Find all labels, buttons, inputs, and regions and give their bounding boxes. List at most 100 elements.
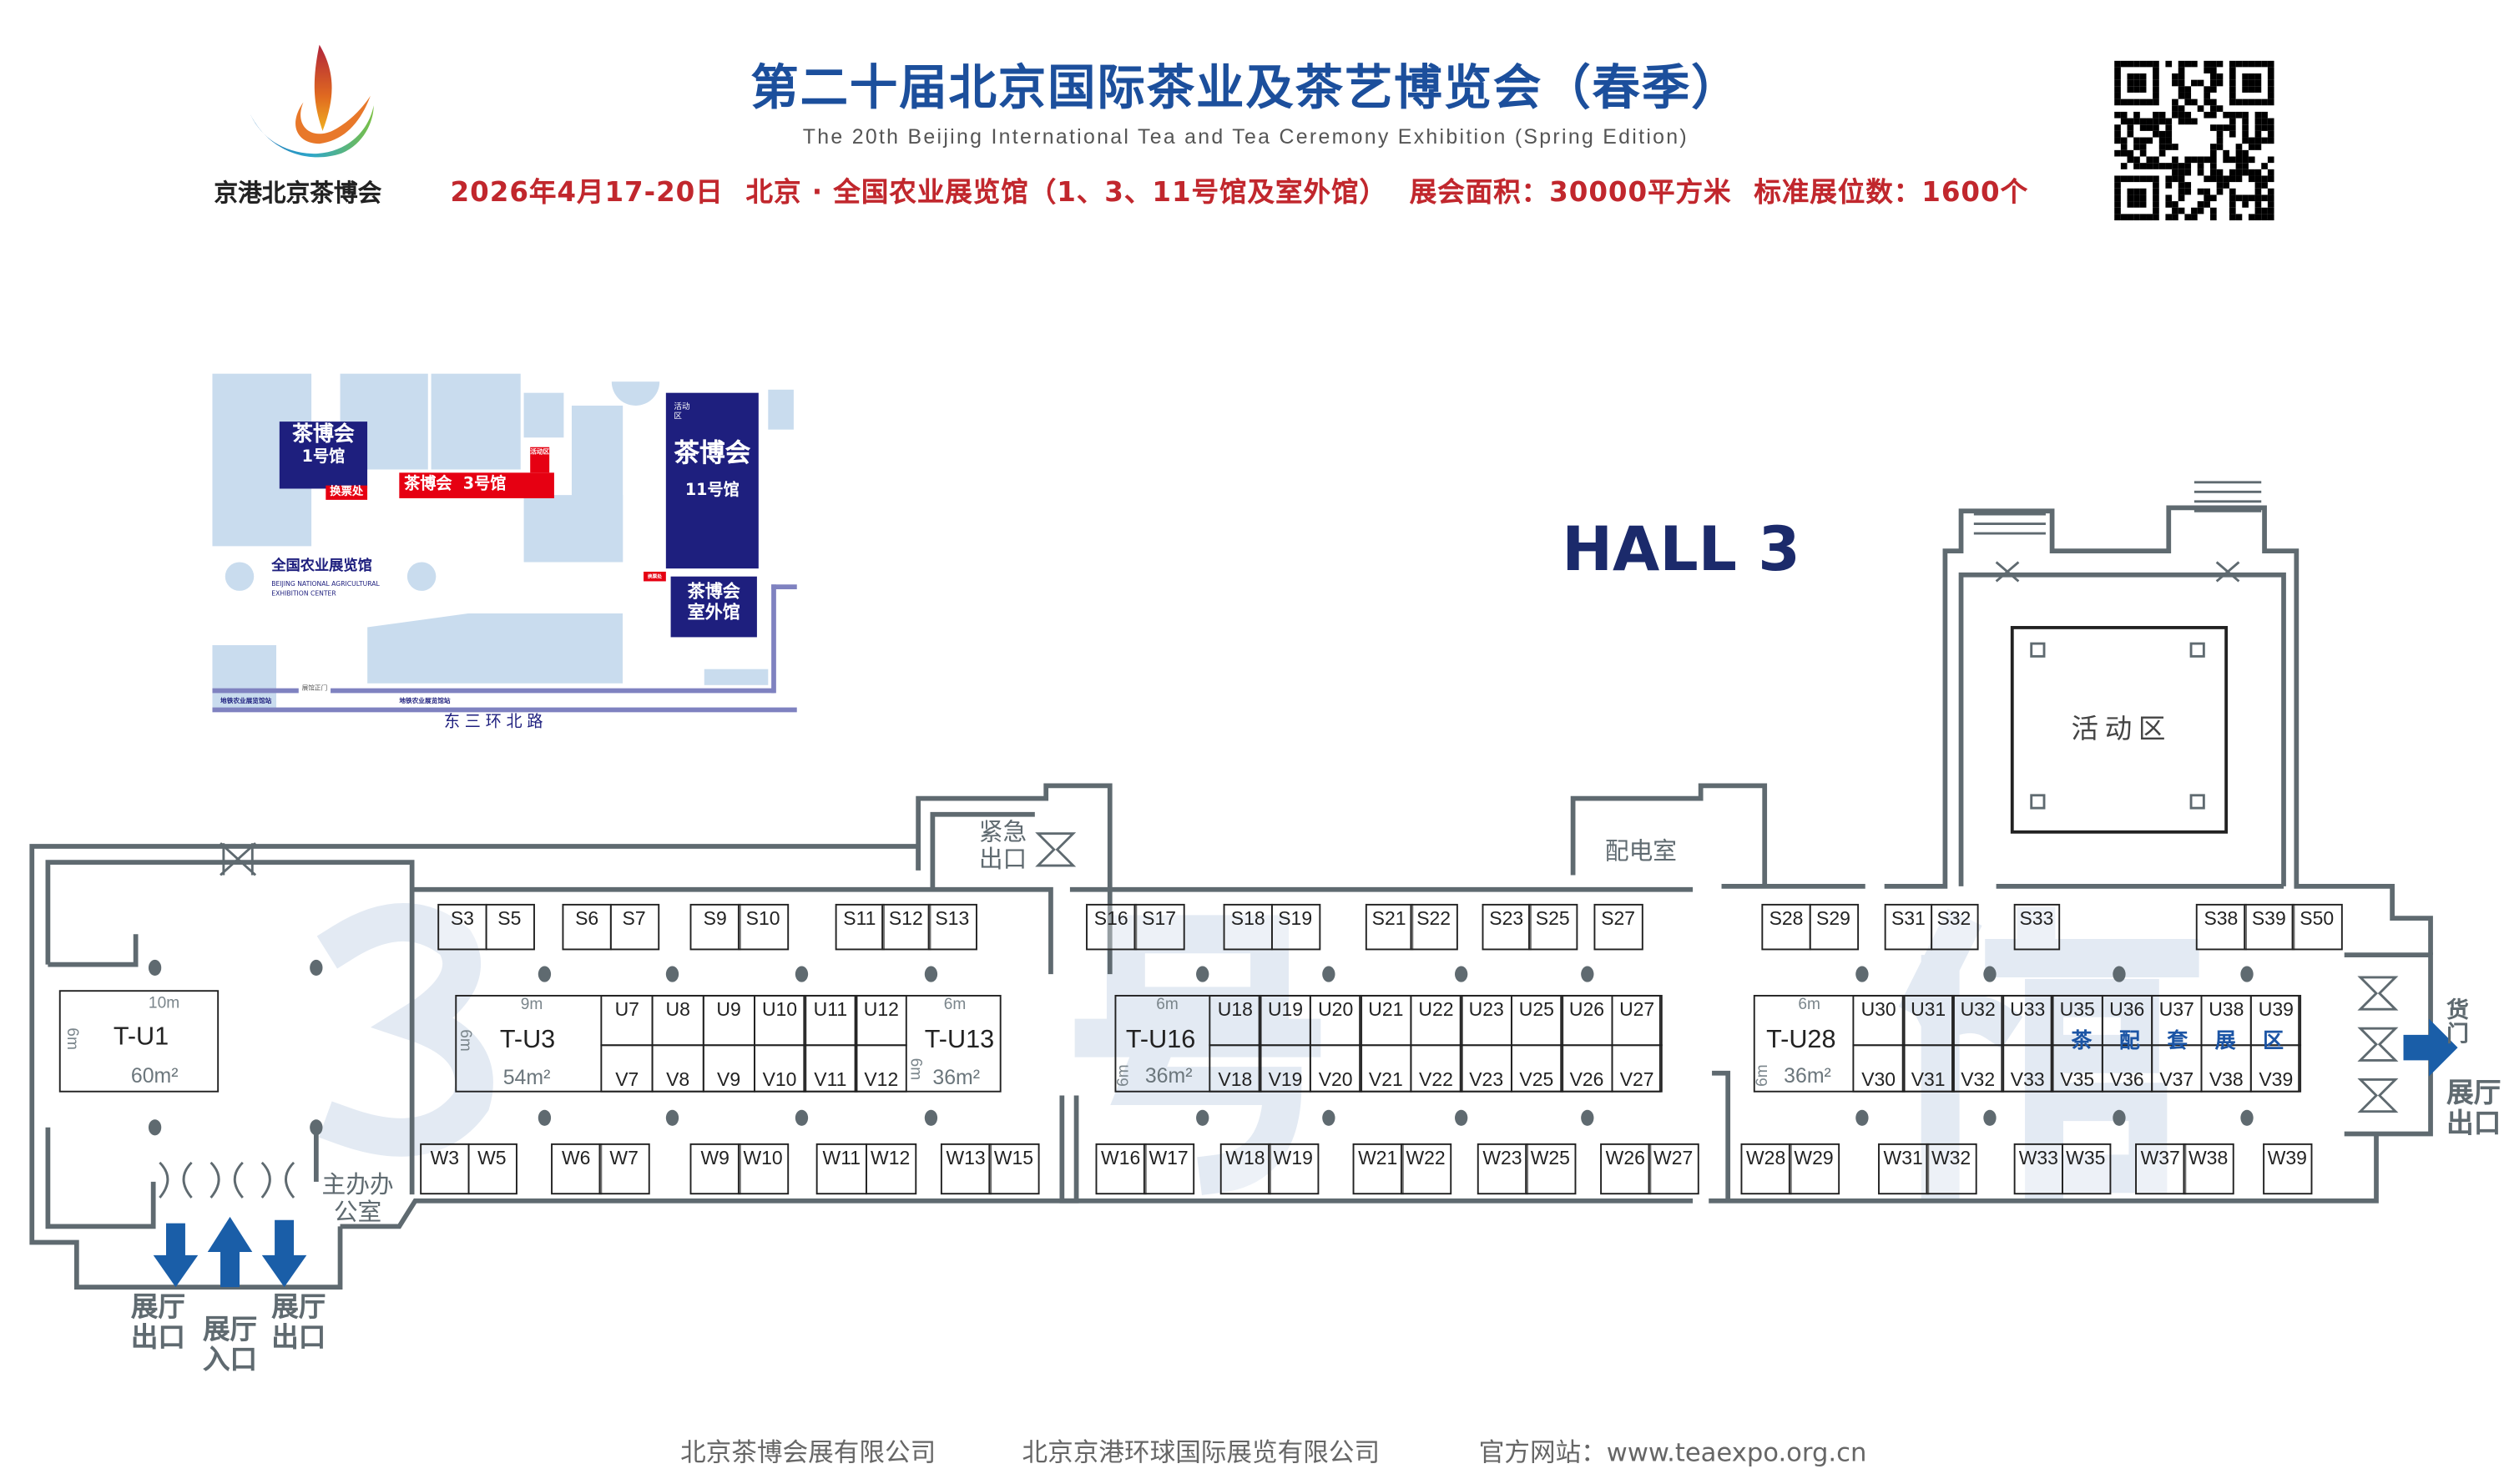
booth-w18[interactable]: W18 <box>1219 1143 1271 1195</box>
hall-3[interactable]: 茶博会 3号馆 <box>399 472 554 498</box>
qr-code[interactable] <box>2111 60 2277 221</box>
qr-module <box>2210 86 2217 93</box>
booth-v39[interactable]: V39 <box>2249 1043 2302 1093</box>
booth-w17[interactable]: W17 <box>1143 1143 1194 1195</box>
booth-u36[interactable]: U36 <box>2101 994 2153 1047</box>
booth-t-u16[interactable]: T-U16 <box>1125 1027 1196 1054</box>
building <box>523 392 564 438</box>
booth-s25[interactable]: S25 <box>1528 903 1578 951</box>
booth-w19[interactable]: W19 <box>1268 1143 1319 1195</box>
qr-module <box>2114 175 2121 183</box>
booth-w37[interactable]: W37 <box>2135 1143 2186 1195</box>
qr-module <box>2204 60 2211 68</box>
qr-module <box>2127 79 2134 87</box>
qr-module <box>2197 169 2204 176</box>
booth-u38[interactable]: U38 <box>2200 994 2253 1047</box>
booth-s12[interactable]: S12 <box>881 903 931 951</box>
booth-s10[interactable]: S10 <box>737 903 789 951</box>
booth-t-u13[interactable]: T-U13 <box>924 1027 995 1054</box>
booth-w32[interactable]: W32 <box>1926 1143 1976 1195</box>
booth-u12[interactable]: U12 <box>854 994 908 1047</box>
qr-module <box>2133 137 2140 144</box>
booth-u26[interactable]: U26 <box>1560 994 1613 1047</box>
booth-w13[interactable]: W13 <box>940 1143 992 1195</box>
booth-w21[interactable]: W21 <box>1352 1143 1403 1195</box>
booth-t-u3[interactable]: T-U3 <box>499 1027 556 1054</box>
booth-w27[interactable]: W27 <box>1648 1143 1699 1195</box>
qr-module <box>2139 175 2147 183</box>
booth-v31[interactable]: V31 <box>1901 1043 1955 1093</box>
booth-w28[interactable]: W28 <box>1740 1143 1791 1195</box>
booth-w35[interactable]: W35 <box>2061 1143 2111 1195</box>
booth-s23[interactable]: S23 <box>1482 903 1531 951</box>
booth-w5[interactable]: W5 <box>467 1143 517 1195</box>
booth-t-u1[interactable]: 10m 6m T-U1 60m² <box>58 990 220 1093</box>
booth-v18[interactable]: V18 <box>1209 1043 1262 1093</box>
booth-s6[interactable]: S6 <box>562 903 612 951</box>
booth-s32[interactable]: S32 <box>1930 903 1978 951</box>
booth-s21[interactable]: S21 <box>1365 903 1413 951</box>
booth-s33[interactable]: S33 <box>2013 903 2060 951</box>
booth-v35[interactable]: V35 <box>2051 1043 2103 1093</box>
booth-s22[interactable]: S22 <box>1410 903 1457 951</box>
qr-module <box>2172 105 2178 112</box>
booth-w25[interactable]: W25 <box>1525 1143 1576 1195</box>
qr-module <box>2184 60 2192 68</box>
booth-s19[interactable]: S19 <box>1270 903 1320 951</box>
booth-s50[interactable]: S50 <box>2291 903 2342 951</box>
outdoor-hall[interactable]: 茶博会室外馆 <box>670 576 757 638</box>
booth-s29[interactable]: S29 <box>1808 903 1859 951</box>
qr-module <box>2120 137 2128 144</box>
qr-module <box>2133 111 2140 119</box>
booth-w7[interactable]: W7 <box>598 1143 649 1195</box>
booth-v26[interactable]: V26 <box>1560 1043 1613 1093</box>
booth-w3[interactable]: W3 <box>420 1143 470 1195</box>
booth-s9[interactable]: S9 <box>689 903 740 951</box>
booth-w26[interactable]: W26 <box>1600 1143 1651 1195</box>
booth-s13[interactable]: S13 <box>927 903 977 951</box>
qr-module <box>2158 118 2166 125</box>
booth-t-u28[interactable]: T-U28 <box>1766 1027 1836 1054</box>
booth-w29[interactable]: W29 <box>1788 1143 1840 1195</box>
booth-u18[interactable]: U18 <box>1209 994 1262 1047</box>
footer-website[interactable]: 官方网站：www.teaexpo.org.cn <box>1478 1436 1867 1468</box>
booth-s3[interactable]: S3 <box>437 903 487 951</box>
booth-w12[interactable]: W12 <box>865 1143 916 1195</box>
qr-module <box>2146 98 2153 106</box>
booth-s11[interactable]: S11 <box>835 903 885 951</box>
booth-w6[interactable]: W6 <box>551 1143 602 1195</box>
booth-s38[interactable]: S38 <box>2195 903 2247 951</box>
booth-w16[interactable]: W16 <box>1095 1143 1146 1195</box>
qr-module <box>2229 214 2236 221</box>
qr-module <box>2267 79 2274 87</box>
booth-s16[interactable]: S16 <box>1086 903 1137 951</box>
qr-module <box>2242 124 2249 131</box>
hall-11[interactable]: 活动区 茶博会 11号馆 <box>665 392 759 569</box>
booth-w31[interactable]: W31 <box>1878 1143 1929 1195</box>
qr-module <box>2178 67 2185 74</box>
qr-module <box>2267 137 2274 144</box>
booth-w15[interactable]: W15 <box>988 1143 1039 1195</box>
booth-s28[interactable]: S28 <box>1761 903 1811 951</box>
pillar <box>665 966 679 982</box>
booth-w23[interactable]: W23 <box>1477 1143 1528 1195</box>
booth-s31[interactable]: S31 <box>1884 903 1933 951</box>
booth-w22[interactable]: W22 <box>1400 1143 1451 1195</box>
qr-module <box>2229 188 2236 195</box>
booth-w39[interactable]: W39 <box>2263 1143 2312 1195</box>
booth-w33[interactable]: W33 <box>2013 1143 2063 1195</box>
booth-s7[interactable]: S7 <box>608 903 659 951</box>
booth-s27[interactable]: S27 <box>1593 903 1643 951</box>
watermark-glyph-hao <box>1074 915 1321 1195</box>
booth-w10[interactable]: W10 <box>737 1143 789 1195</box>
booth-s5[interactable]: S5 <box>484 903 534 951</box>
booth-v12[interactable]: V12 <box>854 1043 908 1093</box>
booth-s18[interactable]: S18 <box>1223 903 1273 951</box>
booth-w9[interactable]: W9 <box>689 1143 740 1195</box>
booth-s17[interactable]: S17 <box>1133 903 1184 951</box>
booth-w38[interactable]: W38 <box>2183 1143 2234 1195</box>
qr-module <box>2229 124 2236 131</box>
booth-s39[interactable]: S39 <box>2244 903 2294 951</box>
booth-w11[interactable]: W11 <box>815 1143 867 1195</box>
